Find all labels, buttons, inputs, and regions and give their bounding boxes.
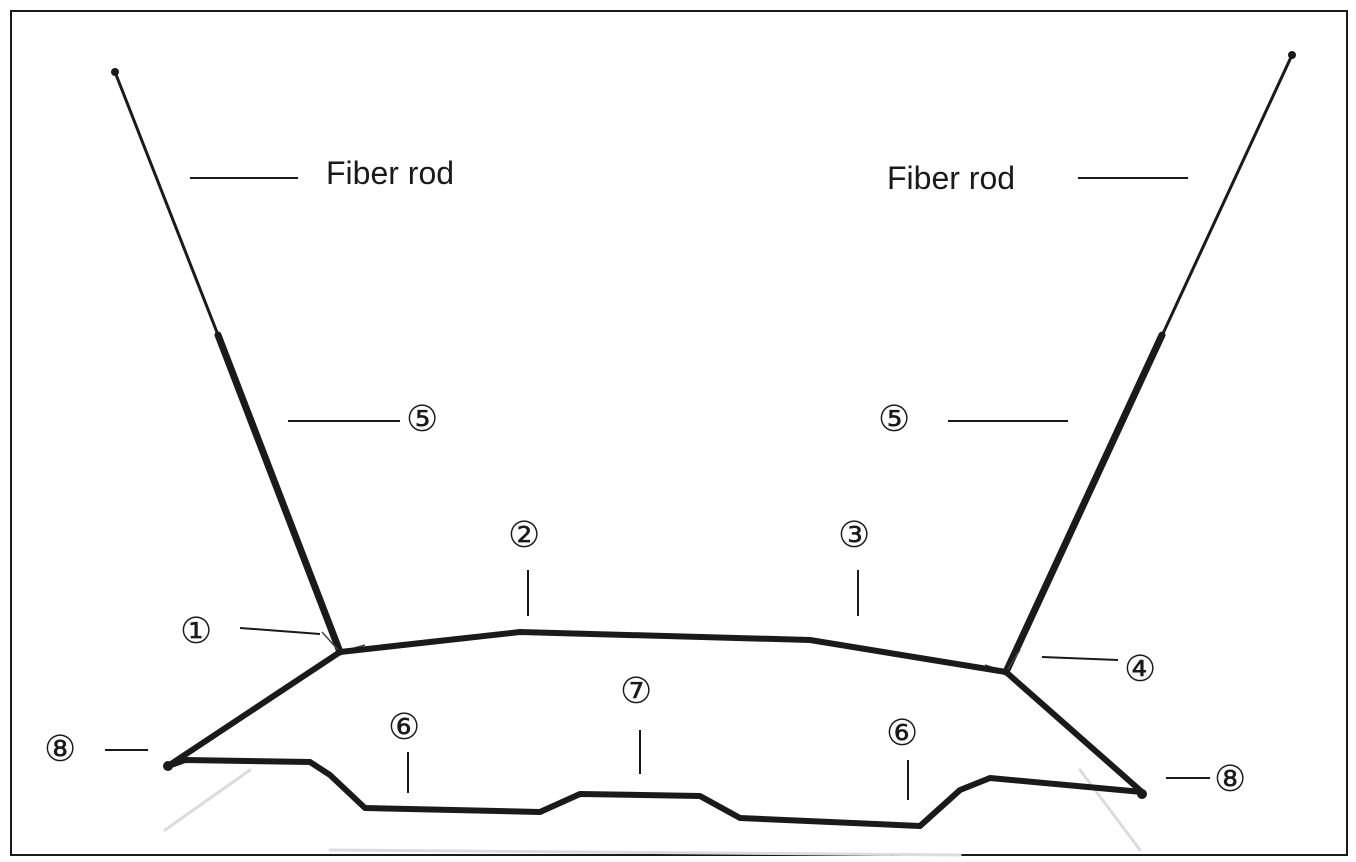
part-label-8-left: ⑧ [44, 729, 77, 770]
left-side-bar [165, 649, 343, 769]
part-label-3: ③ [838, 515, 871, 556]
left-end-cap [163, 761, 173, 771]
leader-lines [105, 177, 1210, 800]
fiber-rod-label-right: Fiber rod [887, 160, 1016, 196]
diagram-frame [10, 10, 1348, 856]
fiber-rod-label-left: Fiber rod [326, 155, 455, 191]
shadow-bottom [328, 848, 962, 857]
part-label-5-right: ⑤ [878, 399, 911, 440]
shadow-right [1078, 768, 1142, 852]
top-frame-bar [337, 629, 1009, 675]
part-label-1: ① [180, 611, 213, 652]
leader-1 [239, 627, 321, 635]
part-label-6-left: ⑥ [388, 707, 421, 748]
left-rod-thin [113, 70, 222, 342]
part-label-6-right: ⑥ [886, 713, 919, 754]
part-label-5-left: ⑤ [406, 399, 439, 440]
right-rod-tip [1288, 51, 1296, 59]
right-end-cap [1137, 789, 1147, 799]
right-rod-thick [1002, 331, 1166, 676]
leader-4 [1041, 656, 1119, 661]
right-fiber-rod [1002, 51, 1296, 676]
right-rod-thin [1158, 53, 1294, 342]
part-label-4: ④ [1124, 649, 1157, 690]
left-fiber-rod [111, 68, 344, 656]
part-label-7: ⑦ [620, 671, 653, 712]
floor-shadows [163, 768, 1142, 857]
left-rod-tip [111, 68, 119, 76]
shadow-left [163, 768, 252, 832]
bottom-frame-bar [165, 757, 1145, 829]
left-rod-thick [214, 331, 344, 656]
part-label-8-right: ⑧ [1214, 759, 1247, 800]
right-side-bar [1003, 669, 1145, 795]
part-label-2: ② [508, 515, 541, 556]
